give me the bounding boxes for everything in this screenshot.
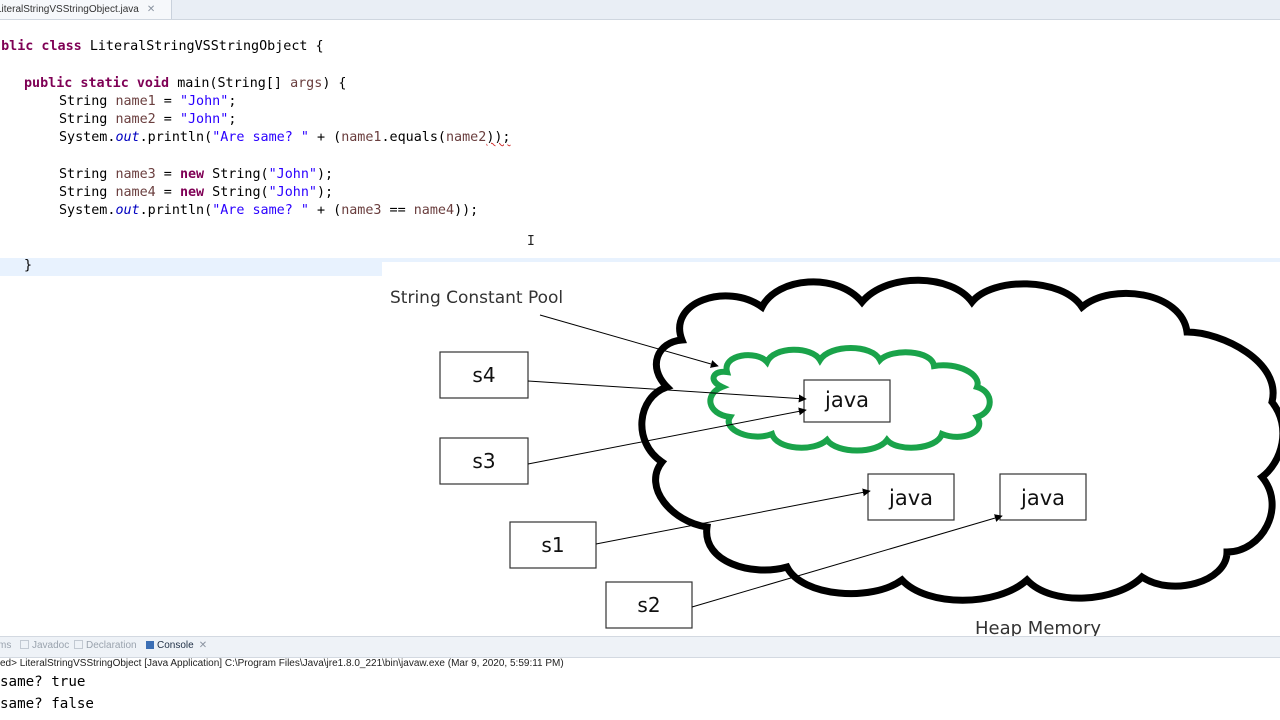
ref-label-s2: s2 <box>637 593 660 617</box>
object-label-heap-java-1: java <box>888 486 933 510</box>
code-line-println-equals: System.out.println("Are same? " + (name1… <box>59 130 511 145</box>
text-cursor-icon: I <box>527 234 535 249</box>
arrow-s1 <box>595 488 871 545</box>
object-label-pool-java: java <box>824 388 869 412</box>
console-output-line: same? false <box>0 696 94 712</box>
ref-box-s2[interactable] <box>605 581 693 629</box>
code-line-name3: String name3 = new String("John"); <box>59 167 334 182</box>
heap-memory-label: Heap Memory <box>975 618 1101 639</box>
console-header: ed> LiteralStringVSStringObject [Java Ap… <box>0 658 564 669</box>
bottom-views-bar: ms Javadoc Declaration Console ✕ <box>0 636 1280 658</box>
code-line-name4: String name4 = new String("John"); <box>59 185 334 200</box>
close-icon[interactable]: ✕ <box>146 4 156 15</box>
heap-memory-cloud <box>638 276 1280 604</box>
code-line-close-brace: } <box>24 258 33 273</box>
tab-javadoc-label: Javadoc <box>32 640 70 651</box>
editor-tab-label: LiteralStringVSStringObject.java <box>0 4 139 15</box>
string-pool-diagram: String Constant Pool Heap Memory s4 s3 s… <box>382 262 1280 648</box>
console-output-line: same? true <box>0 674 86 690</box>
tab-problems[interactable]: ms <box>0 640 12 651</box>
object-box-heap-java-2[interactable] <box>999 473 1087 521</box>
tab-javadoc[interactable]: Javadoc <box>20 640 69 651</box>
code-line-name1: String name1 = "John"; <box>59 94 237 109</box>
ref-label-s1: s1 <box>541 533 564 557</box>
editor-tab-java-file[interactable]: LiteralStringVSStringObject.java ✕ <box>0 0 173 19</box>
console-icon <box>146 641 154 649</box>
close-icon[interactable]: ✕ <box>198 640 208 651</box>
arrow-s3 <box>527 407 807 465</box>
tab-console[interactable]: Console ✕ <box>146 640 207 651</box>
string-pool-title: String Constant Pool <box>390 288 563 308</box>
tab-declaration[interactable]: Declaration <box>74 640 137 651</box>
ref-box-s1[interactable] <box>509 521 597 569</box>
code-line-main-decl: public static void main(String[] args) { <box>24 76 347 91</box>
object-box-pool-java[interactable] <box>803 379 891 423</box>
code-line-println-compare: System.out.println("Are same? " + (name3… <box>59 203 479 218</box>
code-line-class-decl: public class LiteralStringVSStringObject… <box>0 39 324 54</box>
ref-label-s3: s3 <box>472 449 495 473</box>
tab-declaration-label: Declaration <box>86 640 137 651</box>
object-box-heap-java-1[interactable] <box>867 473 955 521</box>
arrow-s4 <box>527 380 807 403</box>
ref-box-s3[interactable] <box>439 437 529 485</box>
string-pool-cloud[interactable] <box>707 345 993 454</box>
ref-box-s4[interactable] <box>439 351 529 399</box>
object-label-heap-java-2: java <box>1020 486 1065 510</box>
arrow-pool-label <box>539 314 719 368</box>
editor-tab-bar: LiteralStringVSStringObject.java ✕ <box>0 0 1280 20</box>
arrow-s2 <box>691 514 1003 608</box>
ref-label-s4: s4 <box>472 363 495 387</box>
declaration-icon <box>74 640 83 649</box>
code-line-name2: String name2 = "John"; <box>59 112 237 127</box>
diagram-canvas: String Constant Pool Heap Memory s4 s3 s… <box>390 276 1280 639</box>
tab-console-label: Console <box>157 640 194 651</box>
javadoc-icon <box>20 640 29 649</box>
